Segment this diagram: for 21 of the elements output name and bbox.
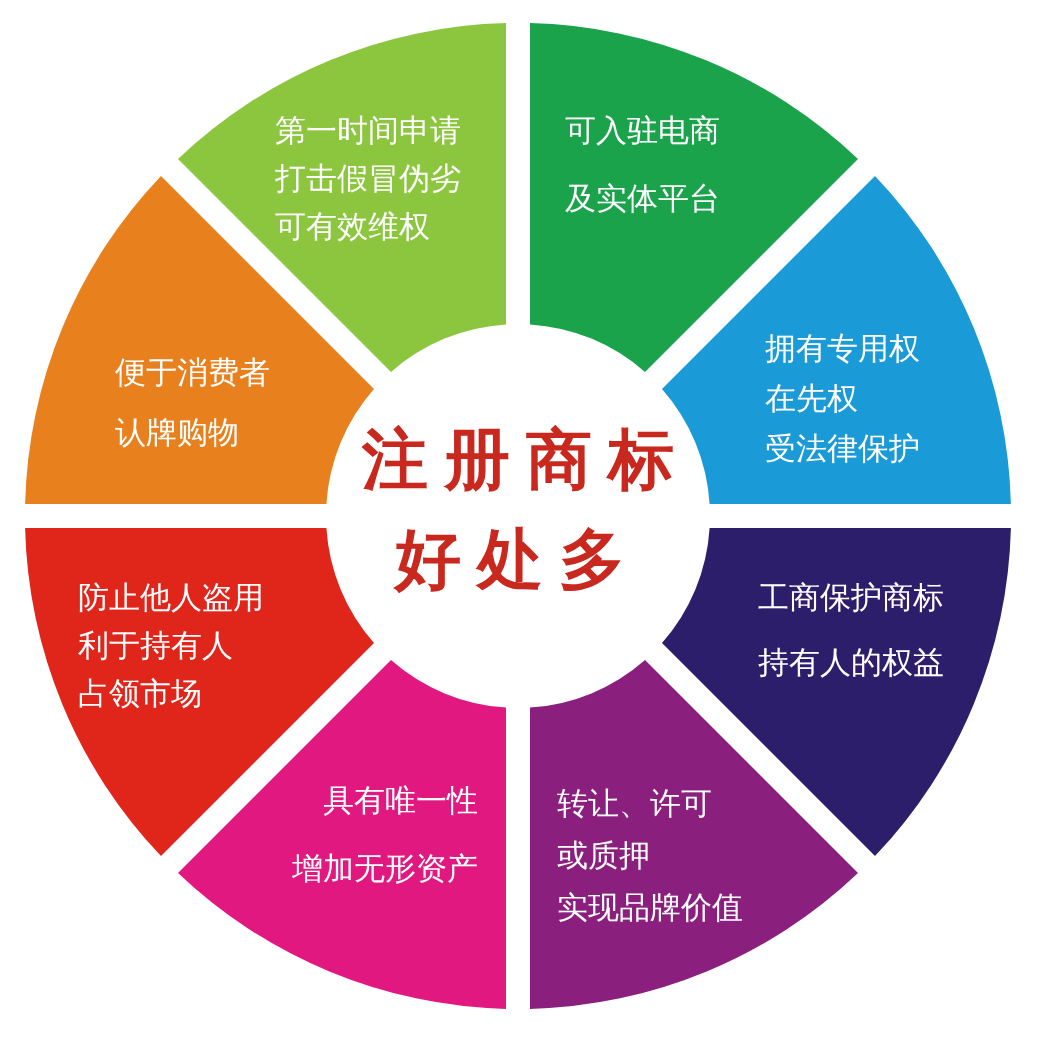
- segment-text: 具有唯一性: [323, 781, 478, 820]
- segment-text: 及实体平台: [565, 179, 720, 218]
- segment-text: 利于持有人: [78, 626, 233, 665]
- segment-text: 在先权: [765, 379, 858, 418]
- segment-text: 受法律保护: [765, 429, 920, 468]
- segment-text: 可有效维权: [275, 207, 430, 246]
- segment-text: 可入驻电商: [565, 111, 720, 150]
- segment-text: 占领市场: [78, 674, 202, 713]
- segment-text: 转让、许可: [557, 784, 712, 823]
- segment-text: 工商保护商标: [758, 578, 944, 617]
- segment-text: 第一时间申请: [275, 111, 461, 150]
- segment-text: 打击假冒伪劣: [275, 159, 461, 198]
- segment-text: 增加无形资产: [292, 849, 478, 888]
- center-heading: 注册商标好处多: [361, 420, 691, 600]
- segment-text: 或质押: [557, 836, 650, 875]
- segment-text: 便于消费者: [115, 353, 270, 392]
- segment-text: 认牌购物: [115, 413, 239, 452]
- segment-text: 持有人的权益: [758, 643, 944, 682]
- segment-text: 防止他人盗用: [78, 578, 264, 617]
- segment-text: 拥有专用权: [765, 329, 920, 368]
- segment-text: 实现品牌价值: [557, 888, 743, 927]
